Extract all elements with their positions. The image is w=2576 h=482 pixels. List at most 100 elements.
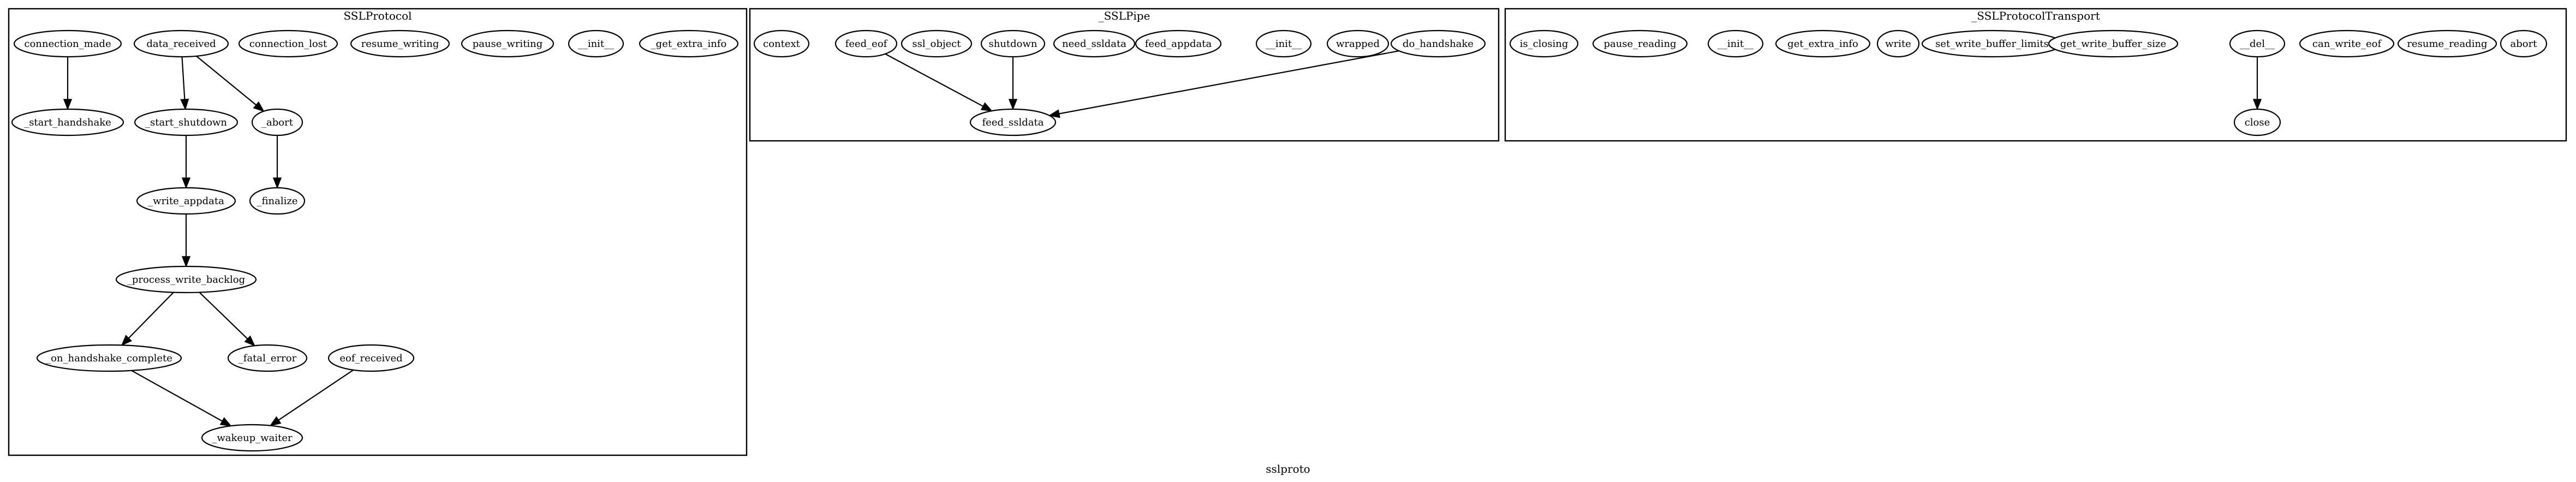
edge-data-received-to-abort — [196, 55, 265, 112]
edge-write-appdata-to-process-write-backlog — [181, 214, 191, 268]
edge-line — [128, 291, 174, 339]
node-ellipse — [1390, 29, 1486, 58]
cluster-sslprotocol: SSLProtocol — [8, 8, 748, 456]
node-transport-del: __del__ — [2229, 29, 2286, 58]
node-ellipse — [2299, 29, 2395, 58]
node-ellipse — [327, 344, 415, 372]
node-ellipse — [134, 108, 238, 136]
arrowhead — [63, 99, 73, 111]
edge-eof-received-to-wakeup-waiter — [269, 369, 354, 426]
node-feed-eof: feed_eof — [834, 29, 898, 58]
node-label: _finalize — [257, 195, 298, 207]
node-transport-init: __init__ — [1707, 29, 1764, 58]
arrowhead — [980, 102, 993, 112]
node-ellipse — [1053, 29, 1136, 58]
edge-line — [885, 53, 983, 107]
node-feed-ssldata: feed_ssldata — [969, 108, 1057, 136]
arrowhead — [269, 416, 282, 426]
arrowhead — [1008, 99, 1018, 111]
cluster-sslpipe: _SSLPipe — [749, 8, 1500, 142]
node-label: _wakeup_waiter — [212, 432, 293, 444]
edge-line — [199, 291, 248, 340]
node-pipe-init: __init__ — [1255, 29, 1312, 58]
node-ellipse — [350, 29, 450, 58]
node-label: write — [1885, 38, 1911, 50]
cluster-title: _SSLProtocolTransport — [1971, 9, 2100, 22]
node-resume-writing: resume_writing — [350, 29, 450, 58]
node-ellipse — [901, 29, 973, 58]
edge-do-handshake-to-feed-ssldata — [1048, 50, 1399, 118]
node-label: _on_handshake_complete — [46, 353, 172, 364]
node-start-shutdown: _start_shutdown — [134, 108, 238, 136]
node-pause-writing: pause_writing — [461, 29, 554, 58]
cluster-box — [749, 8, 1500, 142]
node-label: _write_appdata — [148, 195, 224, 207]
node-ellipse — [13, 29, 122, 58]
node-label: eof_received — [339, 353, 402, 364]
node-label: pause_reading — [1603, 38, 1676, 50]
cluster-title: _SSLPipe — [1099, 9, 1150, 22]
node-label: can_write_eof — [2312, 38, 2382, 50]
node-ellipse — [249, 187, 306, 215]
node-ellipse — [2500, 29, 2548, 58]
cluster-box — [1504, 8, 2567, 142]
node-label: _start_shutdown — [145, 117, 227, 128]
graph-title: sslproto — [1266, 462, 1310, 475]
arrowhead — [219, 417, 232, 427]
cluster-box — [8, 8, 748, 456]
edge-process-write-backlog-to-on-handshake-complete — [121, 291, 174, 346]
node-data-received: data_received — [133, 29, 229, 58]
node-label: _fatal_error — [238, 353, 297, 364]
edge-abort-to-finalize — [272, 135, 282, 189]
node-label: pause_writing — [473, 38, 543, 50]
node-label: get_extra_info — [1787, 38, 1858, 50]
node-context: context — [753, 29, 810, 58]
edge-data-received-to-start-shutdown — [180, 56, 189, 111]
node-process-write-backlog: _process_write_backlog — [115, 265, 257, 294]
node-pause-reading: pause_reading — [1592, 29, 1688, 58]
node-label: _abort — [261, 117, 294, 128]
node-label: _get_extra_info — [651, 38, 727, 50]
arrowhead — [272, 177, 282, 189]
node-ellipse — [980, 29, 1046, 58]
node-ellipse — [1326, 29, 1390, 58]
node-ellipse — [1135, 29, 1222, 58]
edge-feed-eof-to-feed-ssldata — [885, 53, 993, 112]
node-can-write-eof: can_write_eof — [2299, 29, 2395, 58]
edge-shutdown-to-feed-ssldata — [1008, 57, 1018, 111]
node-sslproto-init: __init__ — [568, 29, 624, 58]
node-ssl-object: ssl_object — [901, 29, 973, 58]
node-do-handshake: do_handshake — [1390, 29, 1486, 58]
node-ellipse — [2233, 108, 2281, 136]
node-ellipse — [753, 29, 810, 58]
node-get-extra-info: get_extra_info — [1775, 29, 1871, 58]
node-ellipse — [133, 29, 229, 58]
arrowhead — [180, 98, 189, 111]
node-is-closing: is_closing — [1509, 29, 1579, 58]
node-label: connection_made — [24, 38, 111, 50]
node-label: feed_eof — [845, 38, 888, 50]
node-start-handshake: _start_handshake — [11, 108, 124, 136]
node-label: wrapped — [1336, 38, 1380, 50]
node-label: close — [2245, 117, 2270, 128]
edge-line — [181, 56, 186, 100]
node-write: write — [1876, 29, 1920, 58]
node-label: get_write_buffer_size — [2060, 38, 2166, 50]
node-ellipse — [201, 424, 303, 452]
node-label: _process_write_backlog — [127, 274, 245, 285]
edge-line — [131, 370, 223, 422]
node-label: __del__ — [2240, 38, 2275, 50]
node-label: set_write_buffer_limits — [1935, 38, 2049, 50]
node-ellipse — [1876, 29, 1920, 58]
node-ellipse — [2048, 29, 2179, 58]
node-need-ssldata: need_ssldata — [1053, 29, 1136, 58]
node-label: need_ssldata — [1062, 38, 1126, 50]
node-wakeup-waiter: _wakeup_waiter — [201, 424, 303, 452]
edge-transport-del-to-close — [2252, 57, 2262, 111]
node-ellipse — [1509, 29, 1579, 58]
arrowhead — [121, 335, 133, 346]
node-label: feed_appdata — [1145, 38, 1212, 50]
cluster-sslprotocoltransport: _SSLProtocolTransport — [1504, 8, 2567, 142]
node-ellipse — [115, 265, 257, 294]
